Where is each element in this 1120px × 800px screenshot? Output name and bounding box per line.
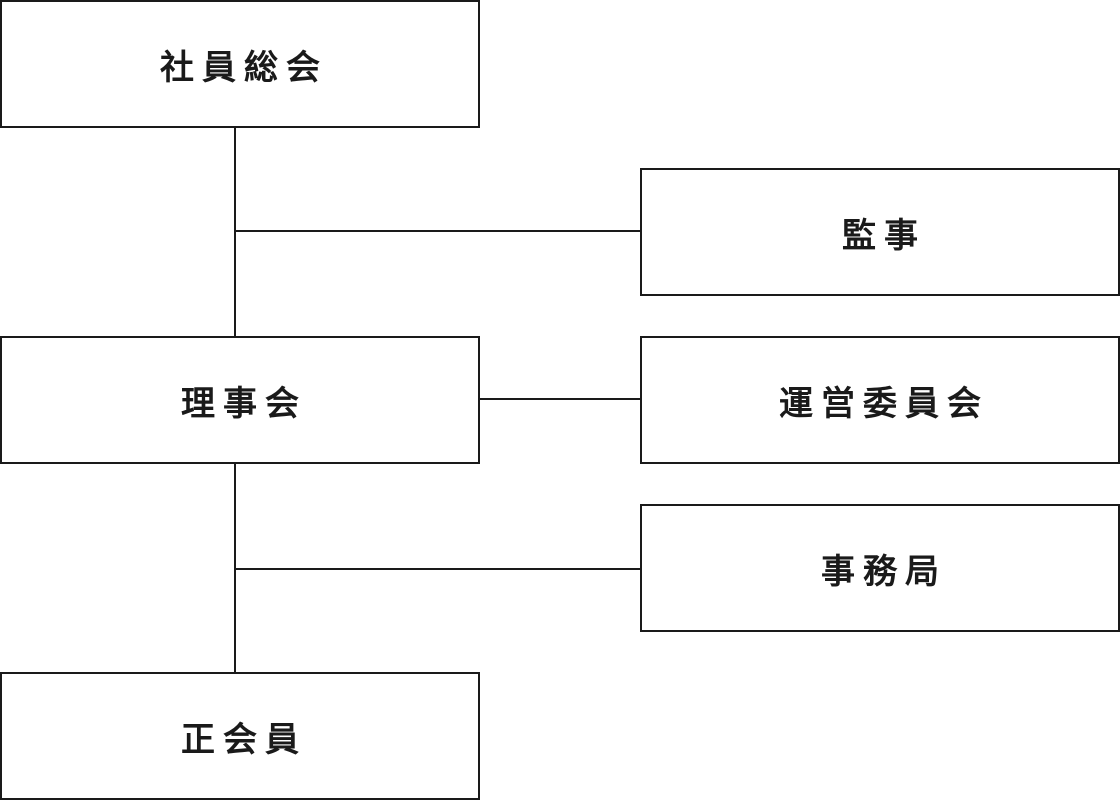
node-general-meeting-label: 社員総会 — [160, 47, 328, 88]
node-regular-members-label: 正会員 — [181, 719, 307, 760]
node-board-label: 理事会 — [181, 383, 307, 424]
connector-general-meeting-to-board — [234, 126, 236, 338]
node-regular-members: 正会員 — [0, 672, 480, 800]
node-steering-committee-label: 運営委員会 — [779, 383, 989, 424]
node-auditor-label: 監事 — [842, 215, 926, 256]
node-general-meeting: 社員総会 — [0, 0, 480, 128]
connector-to-secretariat — [234, 568, 642, 570]
node-auditor: 監事 — [640, 168, 1120, 296]
connector-board-to-steering-committee — [478, 398, 642, 400]
node-board: 理事会 — [0, 336, 480, 464]
node-steering-committee: 運営委員会 — [640, 336, 1120, 464]
node-secretariat-label: 事務局 — [821, 551, 947, 592]
node-secretariat: 事務局 — [640, 504, 1120, 632]
connector-to-auditor — [234, 230, 642, 232]
